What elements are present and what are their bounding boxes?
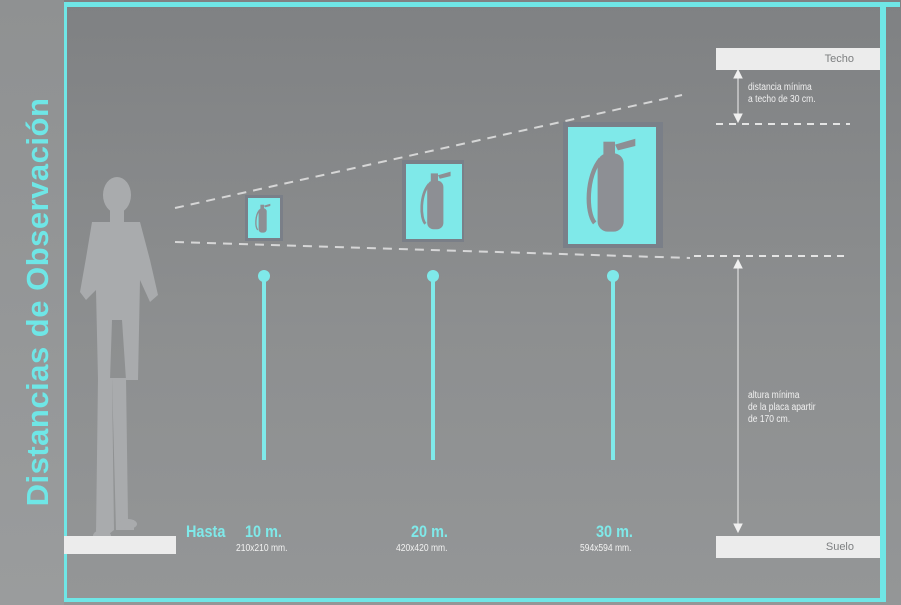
distance-label-10m: 10 m. bbox=[245, 522, 282, 541]
distance-label-30m: 30 m. bbox=[596, 522, 633, 541]
frame-border-left bbox=[64, 2, 67, 600]
extinguisher-sign-20m bbox=[402, 160, 464, 242]
ceiling-distance-note: distancia mínima a techo de 30 cm. bbox=[748, 82, 816, 105]
ceiling-distance-arrow bbox=[733, 68, 743, 124]
size-label-30m: 594x594 mm. bbox=[580, 543, 632, 554]
ceiling-label: Techo bbox=[824, 53, 854, 65]
frame-border-top bbox=[64, 2, 900, 7]
height-distance-arrow bbox=[733, 258, 743, 534]
side-band bbox=[0, 0, 64, 605]
frame-border-bottom bbox=[64, 598, 886, 602]
distance-label-20m: 20 m. bbox=[411, 522, 448, 541]
floor-bar: Suelo bbox=[716, 536, 880, 558]
ceiling-bar: Techo bbox=[716, 48, 880, 70]
floor-label: Suelo bbox=[825, 541, 854, 553]
person-silhouette bbox=[80, 177, 158, 542]
extinguisher-sign-30m bbox=[563, 122, 663, 248]
extinguisher-icon bbox=[420, 171, 451, 230]
size-label-10m: 210x210 mm. bbox=[236, 543, 288, 554]
pole-20m bbox=[427, 270, 439, 460]
frame-border-right bbox=[880, 2, 886, 600]
extinguisher-icon bbox=[255, 203, 271, 233]
extinguisher-sign-10m bbox=[245, 195, 283, 241]
extinguisher-icon bbox=[586, 138, 636, 232]
person-floor-bar bbox=[64, 536, 176, 554]
sight-line-lower bbox=[174, 241, 691, 259]
size-label-20m: 420x420 mm. bbox=[396, 543, 448, 554]
sight-line-upper bbox=[174, 94, 683, 209]
pole-30m bbox=[607, 270, 619, 460]
hasta-label: Hasta bbox=[186, 522, 226, 541]
pole-10m bbox=[258, 270, 270, 460]
height-distance-note: altura mínima de la placa apartir de 170… bbox=[748, 390, 816, 425]
